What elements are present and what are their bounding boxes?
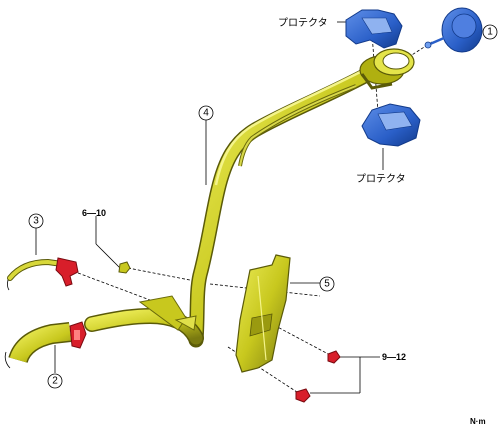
callout-2: 2	[47, 373, 63, 389]
protector-bottom	[361, 103, 421, 147]
hose-clamp-red-lower	[69, 321, 87, 349]
callout-1-number: 1	[487, 27, 493, 38]
callout-5: 5	[319, 276, 335, 292]
callout-4-number: 4	[203, 108, 209, 119]
torque-6-10: 6—10	[82, 208, 106, 218]
filler-pipe-bracket	[235, 254, 291, 373]
bolt-red-upper	[327, 350, 341, 364]
fuel-filler-cap	[424, 7, 483, 53]
hose-clamp-red-upper	[55, 257, 79, 287]
bolt-6-10	[118, 261, 131, 274]
callout-3: 3	[28, 213, 44, 229]
callout-3-number: 3	[33, 216, 39, 227]
callout-2-number: 2	[52, 376, 58, 387]
callout-4: 4	[198, 105, 214, 121]
filler-hose	[4, 322, 72, 369]
callout-5-number: 5	[324, 279, 330, 290]
protector-label-top: プロテクタ	[278, 17, 328, 29]
protector-top	[345, 9, 403, 49]
filler-pipe	[84, 48, 415, 348]
bolt-red-lower	[295, 388, 311, 403]
torque-9-12: 9—12	[382, 352, 406, 362]
protector-label-bottom: プロテクタ	[356, 173, 406, 185]
callout-1: 1	[482, 24, 498, 40]
breather-hose	[6, 258, 65, 291]
torque-units: N·m	[470, 417, 486, 426]
